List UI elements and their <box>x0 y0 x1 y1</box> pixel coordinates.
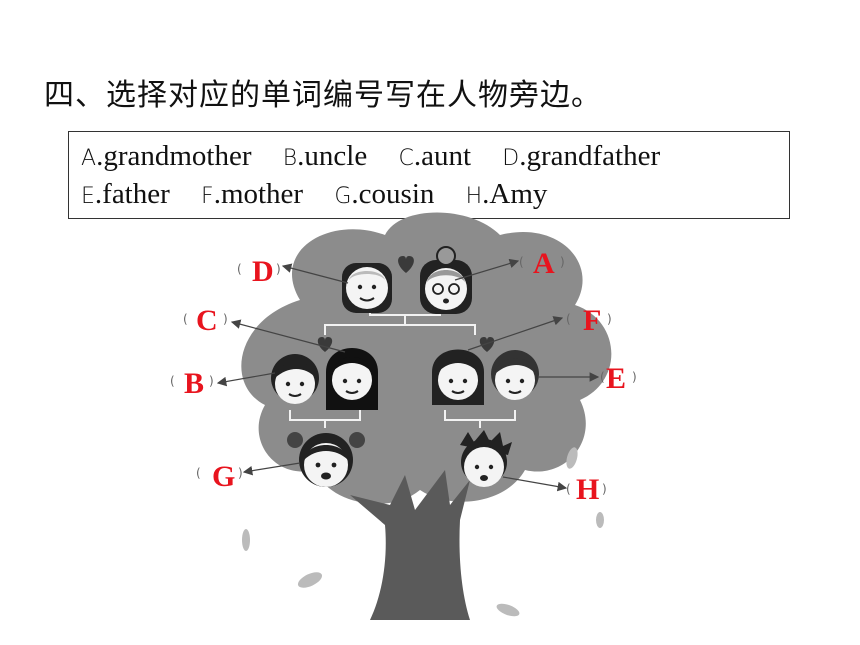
pointer-arrow <box>454 258 520 281</box>
svg-text:): ) <box>560 255 565 269</box>
svg-text:F: F <box>583 304 601 337</box>
falling-leaf <box>242 529 250 551</box>
falling-leaf <box>596 512 604 528</box>
label-father: ( E ) <box>600 362 637 395</box>
label-cousin: ( G ) <box>196 460 243 493</box>
label-mother: ( F ) <box>566 304 612 337</box>
grandmother-face <box>420 246 472 314</box>
amy-face <box>460 430 512 487</box>
svg-text:E: E <box>606 362 626 395</box>
label-amy: ( H ) <box>566 473 607 506</box>
word-option-c: C.aunt <box>398 140 472 172</box>
label-grandmother: ( A ) <box>519 247 565 280</box>
pointer-arrow <box>216 372 276 387</box>
word-option-a: A.grandmother <box>81 140 252 172</box>
instruction-heading: 四、选择对应的单词编号写在人物旁边。 <box>44 78 602 113</box>
grandfather-face <box>342 263 392 313</box>
pointer-arrow <box>502 476 568 492</box>
svg-text:(: ( <box>566 482 571 496</box>
svg-text:(: ( <box>196 466 201 480</box>
svg-text:): ) <box>209 374 214 388</box>
mother-face <box>432 349 484 405</box>
word-option-f: F.mother <box>201 178 304 210</box>
tree-canopy <box>241 212 612 504</box>
falling-leaf <box>496 603 520 617</box>
svg-text:(: ( <box>600 370 605 384</box>
pointer-arrow <box>242 462 301 476</box>
svg-text:): ) <box>223 312 228 326</box>
cousin-face <box>287 432 365 487</box>
svg-text:B: B <box>184 367 204 400</box>
label-grandfather: ( D ) <box>237 255 281 288</box>
label-uncle: ( B ) <box>170 367 214 400</box>
svg-text:H: H <box>576 473 599 506</box>
svg-text:): ) <box>632 370 637 384</box>
heart-icon <box>479 337 495 352</box>
father-face <box>491 350 539 400</box>
falling-leaf <box>566 447 578 469</box>
pointer-arrow <box>467 316 564 351</box>
tree-trunk <box>350 470 470 620</box>
word-option-g: G.cousin <box>334 178 435 210</box>
word-bank-row-1: A.grandmother B.uncle C.aunt D.grandfath… <box>81 140 660 173</box>
word-option-e: E.father <box>81 178 170 210</box>
uncle-face <box>271 354 319 404</box>
svg-text:A: A <box>533 247 555 280</box>
svg-text:): ) <box>602 482 607 496</box>
pointer-arrow <box>281 263 349 284</box>
svg-text:(: ( <box>170 374 175 388</box>
svg-text:): ) <box>238 466 243 480</box>
svg-text:): ) <box>276 262 281 276</box>
svg-text:G: G <box>212 460 235 493</box>
falling-leaf <box>297 572 323 588</box>
pointer-arrow <box>230 319 346 353</box>
svg-text:(: ( <box>519 255 524 269</box>
word-bank-box: A.grandmother B.uncle C.aunt D.grandfath… <box>68 131 790 219</box>
svg-text:(: ( <box>237 262 242 276</box>
word-option-h: H.Amy <box>465 178 548 210</box>
svg-text:(: ( <box>183 312 188 326</box>
word-bank-row-2: E.father F.mother G.cousin H.Amy <box>81 178 547 211</box>
label-aunt: ( C ) <box>183 304 228 337</box>
word-option-d: D.grandfather <box>502 140 661 172</box>
aunt-face <box>326 348 378 410</box>
svg-text:): ) <box>607 312 612 326</box>
svg-text:D: D <box>252 255 274 288</box>
heart-icon <box>398 256 414 273</box>
word-option-b: B.uncle <box>282 140 368 172</box>
svg-text:(: ( <box>566 312 571 326</box>
svg-text:C: C <box>196 304 218 337</box>
